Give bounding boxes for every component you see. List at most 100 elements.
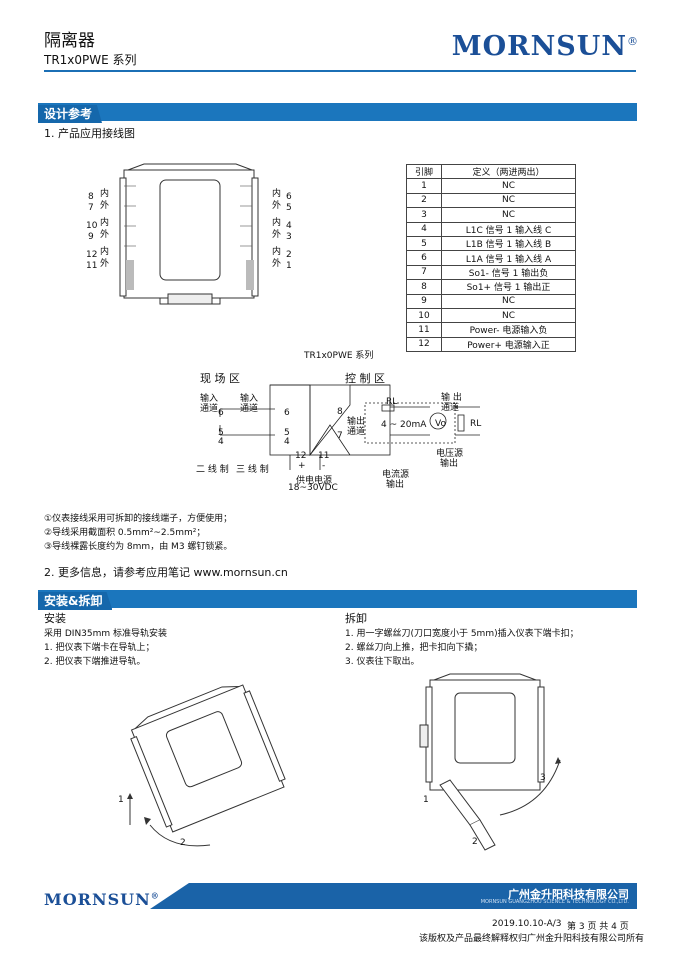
terminal-label: 外 xyxy=(100,201,110,211)
terminal-number: 12 xyxy=(86,250,98,260)
item1-heading: 1. 产品应用接线图 xyxy=(44,127,135,140)
note-item: ③导线裸露长度约为 8mm，由 M3 螺钉锁紧。 xyxy=(44,542,233,552)
table-cell: So1- 信号 1 输出负 xyxy=(441,264,576,281)
input-label: 输入 xyxy=(200,394,219,404)
section-title-install: 安装&拆卸 xyxy=(38,592,113,610)
pin-number: 6 xyxy=(218,408,224,418)
pin-number: 8 xyxy=(337,407,343,417)
terminal-number: 4 xyxy=(286,221,292,231)
pin-number: 6 xyxy=(284,408,290,418)
voltage-source-label: 电压源 xyxy=(436,449,464,459)
terminal-number: 2 xyxy=(286,250,292,260)
table-cell: 1 xyxy=(406,178,442,194)
install-line: 1. 把仪表下端卡在导轨上； xyxy=(44,643,155,653)
pin-number: 11 xyxy=(318,451,330,461)
table-cell: Power+ 电源输入正 xyxy=(441,336,576,353)
table-header-cell: 定义（两进两出） xyxy=(441,163,576,180)
circuit-caption: TR1x0PWE 系列 xyxy=(304,351,374,361)
control-zone-label: 控 制 区 xyxy=(345,372,385,385)
terminal-number: 1 xyxy=(286,261,292,271)
power-range: 18~30VDC xyxy=(288,483,338,493)
output-label: 通道 xyxy=(347,427,366,437)
doc-title: 隔离器 xyxy=(44,31,95,51)
table-cell: 11 xyxy=(406,322,442,338)
note-item: ①仪表接线采用可拆卸的接线端子，方便使用； xyxy=(44,514,233,524)
pin-number: 12 xyxy=(295,451,307,461)
terminal-number: 10 xyxy=(86,221,98,231)
output-label: 输 出 xyxy=(441,393,462,403)
terminal-label: 外 xyxy=(272,259,282,269)
terminal-number: 5 xyxy=(286,203,292,213)
step-number: 1 xyxy=(118,795,124,805)
load-resistor-label: RL xyxy=(470,419,482,429)
section-title-design: 设计参考 xyxy=(38,105,103,123)
input-label: 通道 xyxy=(200,404,219,414)
table-cell: So1+ 信号 1 输出正 xyxy=(441,279,576,295)
series-name: TR1x0PWE 系列 xyxy=(44,53,137,67)
table-cell: 4 xyxy=(406,221,442,237)
page-indicator: 第 3 页 共 4 页 xyxy=(567,922,629,932)
table-header-row: 引脚 定义（两进两出） xyxy=(406,163,576,180)
minus-sign: - xyxy=(322,461,326,471)
current-range-label: 4 ~ 20mA xyxy=(381,420,427,430)
table-cell: NC xyxy=(441,307,576,324)
terminal-label: 内 xyxy=(272,247,282,257)
copyright-text: 该版权及产品最终解释权归广州金升阳科技有限公司所有 xyxy=(419,934,645,944)
terminal-number: 6 xyxy=(286,192,292,202)
terminal-label: 内 xyxy=(100,189,110,199)
terminal-number: 9 xyxy=(88,232,94,242)
pin-number: 5 xyxy=(284,428,290,438)
section-bar-install: 安装&拆卸 xyxy=(38,590,637,610)
table-cell: 7 xyxy=(406,264,442,281)
terminal-label: 内 xyxy=(272,189,282,199)
install-line: 2. 把仪表下端推进导轨。 xyxy=(44,657,146,667)
company-name-cn: 广州金升阳科技有限公司 xyxy=(508,888,629,901)
table-cell: NC xyxy=(441,178,576,194)
table-cell: 2 xyxy=(406,192,442,209)
terminal-number: 11 xyxy=(86,261,98,271)
device-terminal-drawing xyxy=(119,163,259,305)
table-cell: L1A 信号 1 输入线 A xyxy=(441,250,576,266)
pin-number: 4 xyxy=(218,437,224,447)
step-number: 2 xyxy=(180,838,186,848)
current-source-label: 输出 xyxy=(386,480,405,490)
terminal-label: 外 xyxy=(100,259,110,269)
power-label: 供电电源 xyxy=(296,476,333,486)
output-label: 输出 xyxy=(347,417,366,427)
two-wire-label: 二 线 制 xyxy=(196,465,229,475)
field-zone-label: 现 场 区 xyxy=(200,372,240,385)
footer-logo: MORNSUN® xyxy=(44,890,160,909)
install-illustration xyxy=(127,684,286,847)
terminal-label: 外 xyxy=(272,230,282,240)
footer-logo-text: MORNSUN xyxy=(44,890,151,909)
remove-line: 1. 用一字螺丝刀(刀口宽度小于 5mm)插入仪表下端卡扣； xyxy=(345,629,579,639)
table-cell: NC xyxy=(441,293,576,309)
section-bar-design: 设计参考 xyxy=(38,103,637,123)
doc-date: 2019.10.10-A/3 xyxy=(492,919,562,929)
pin-number: 7 xyxy=(337,431,343,441)
terminal-label: 外 xyxy=(272,201,282,211)
brand-logo: MORNSUN® xyxy=(451,31,639,62)
table-cell: NC xyxy=(441,192,576,209)
step-number: 2 xyxy=(472,837,478,847)
wiring-circuit-diagram xyxy=(219,384,480,470)
table-header-cell: 引脚 xyxy=(406,163,442,180)
step-number: 3 xyxy=(540,773,546,783)
vo-label: Vo xyxy=(435,419,446,429)
terminal-label: 外 xyxy=(100,230,110,240)
item2-heading: 2. 更多信息，请参考应用笔记 www.mornsun.cn xyxy=(44,566,288,579)
terminal-number: 8 xyxy=(88,192,94,202)
table-cell: 5 xyxy=(406,235,442,252)
terminal-label: 内 xyxy=(100,247,110,257)
footer-company-bar: 广州金升阳科技有限公司 MORNSUN GUANGZHOU SCIENCE & … xyxy=(150,883,637,909)
